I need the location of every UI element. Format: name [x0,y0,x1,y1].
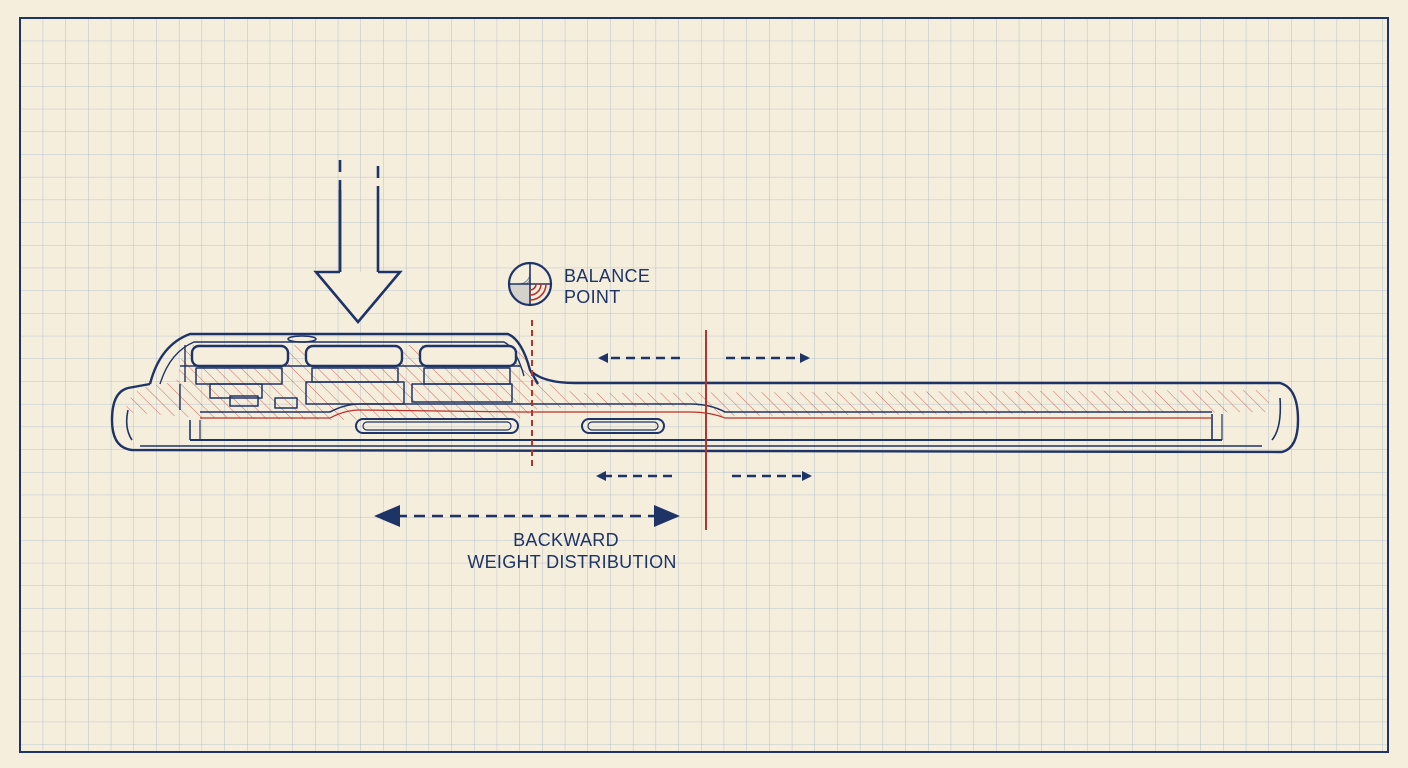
camera-internals [180,365,520,409]
internal-red-line [200,409,1212,419]
dashed-arrows [596,353,812,481]
camera-bump-inner [159,341,525,385]
balance-point-label-1: BALANCE [564,266,650,286]
balance-point-label-2: POINT [564,287,621,307]
weight-label-2: WEIGHT DISTRIBUTION [467,552,676,572]
camera-lens-2 [304,344,404,368]
side-button-2 [581,418,665,434]
weight-label-1: BACKWARD [513,530,619,550]
internal-board-line [200,403,1212,413]
down-arrow-icon [313,160,403,325]
camera-lens-3 [418,344,518,368]
camera-lens-1 [190,344,290,368]
camera-bump [148,332,540,385]
phone-body [110,371,1300,454]
balance-point-icon [507,261,553,307]
side-button-1 [355,418,519,434]
phone-side-profile [110,332,1300,454]
inner-frame [125,397,1282,441]
frame-border [19,17,1389,753]
flash-dot [287,335,317,343]
